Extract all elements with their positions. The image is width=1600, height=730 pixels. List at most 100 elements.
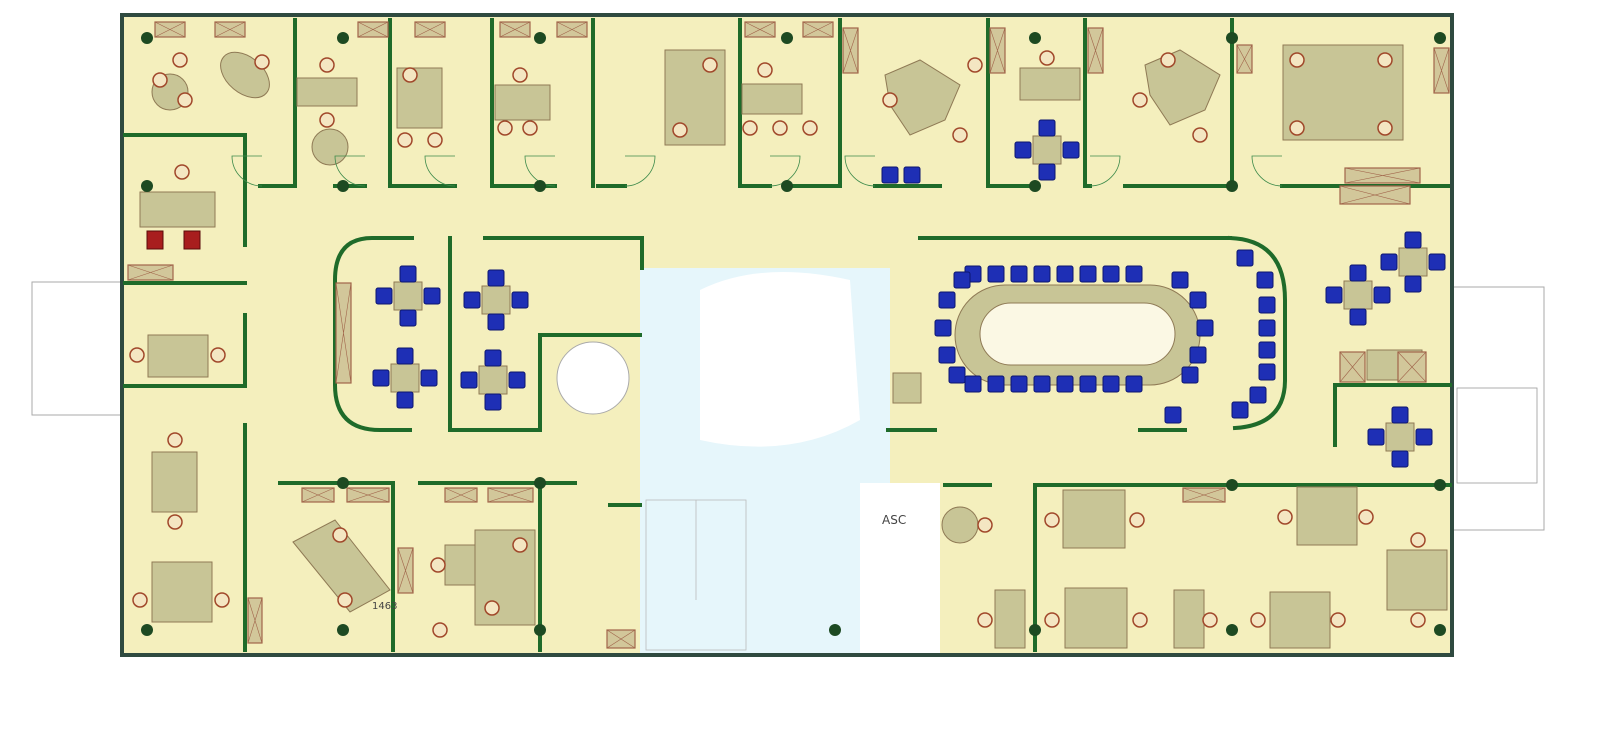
wall [333, 236, 414, 432]
cabinet-mark [487, 487, 534, 503]
chair [177, 92, 193, 108]
workstation-cluster [1144, 49, 1221, 126]
right-staircase [1456, 387, 1538, 484]
chair [977, 612, 993, 628]
blue-chair [1125, 265, 1143, 283]
door-swing [231, 155, 263, 187]
chair [1289, 120, 1305, 136]
blue-chair [1428, 253, 1446, 271]
blue-chair [511, 291, 529, 309]
chair [1132, 612, 1148, 628]
column [534, 32, 546, 44]
chair [497, 120, 513, 136]
chair [1410, 532, 1426, 548]
small-table [1032, 135, 1062, 165]
desk [494, 84, 551, 121]
blue-chair [953, 271, 971, 289]
chair [1377, 120, 1393, 136]
small-table [1343, 280, 1373, 310]
chair [1277, 509, 1293, 525]
door-swing [334, 155, 366, 187]
blue-chair [1102, 375, 1120, 393]
chair [430, 557, 446, 573]
blue-chair [948, 366, 966, 384]
desk [1173, 589, 1205, 649]
column [1434, 479, 1446, 491]
chair [1289, 52, 1305, 68]
red-chair [183, 230, 201, 250]
chair [319, 57, 335, 73]
small-table [478, 365, 508, 395]
wall [123, 133, 247, 247]
column [337, 624, 349, 636]
desk [292, 519, 391, 613]
cabinet-mark [397, 547, 414, 594]
blue-chair [1391, 406, 1409, 424]
column [829, 624, 841, 636]
chair [337, 592, 353, 608]
chair [1160, 52, 1176, 68]
blue-chair [1373, 286, 1391, 304]
column [1226, 479, 1238, 491]
chair [210, 347, 226, 363]
door-swing [524, 155, 556, 187]
chair [172, 52, 188, 68]
blue-chair [1125, 375, 1143, 393]
blue-chair [1258, 296, 1276, 314]
blue-chair [399, 265, 417, 283]
blue-chair [1056, 265, 1074, 283]
cabinet-mark [1339, 185, 1411, 205]
desk [151, 561, 213, 623]
blue-chair [964, 375, 982, 393]
chair [432, 622, 448, 638]
blue-chair [1196, 319, 1214, 337]
small-table [390, 363, 420, 393]
elevator-label: ASC [882, 513, 906, 527]
blue-chair [399, 309, 417, 327]
cabinet-mark [444, 487, 478, 503]
chair [1330, 612, 1346, 628]
desk [892, 372, 922, 404]
cabinet-mark [1344, 167, 1421, 184]
chair [977, 517, 993, 533]
chair [772, 120, 788, 136]
cabinet-mark [154, 21, 186, 38]
door-swing [1251, 155, 1283, 187]
chair [702, 57, 718, 73]
cabinet-mark [214, 21, 246, 38]
outer-wall [120, 13, 1454, 657]
chair [1044, 612, 1060, 628]
blue-chair [1258, 363, 1276, 381]
chair [427, 132, 443, 148]
cabinet-mark [1236, 44, 1253, 74]
conference-table-center [979, 302, 1176, 366]
blue-chair [1079, 265, 1097, 283]
chair [1202, 612, 1218, 628]
chair [167, 432, 183, 448]
blue-chair [1189, 346, 1207, 364]
column [534, 477, 546, 489]
column [781, 32, 793, 44]
blue-chair [487, 269, 505, 287]
column [337, 180, 349, 192]
cabinet-mark [606, 629, 636, 649]
column [1226, 32, 1238, 44]
blue-chair [460, 371, 478, 389]
chair [1410, 612, 1426, 628]
left-entrance-annex [31, 281, 125, 416]
blue-chair [938, 291, 956, 309]
chair [1192, 127, 1208, 143]
desk [1062, 489, 1126, 549]
blue-chair [1249, 386, 1267, 404]
chair [129, 347, 145, 363]
chair [757, 62, 773, 78]
column [337, 477, 349, 489]
blue-chair [1236, 249, 1254, 267]
blue-chair [1325, 286, 1343, 304]
cabinet-mark [1339, 351, 1366, 383]
chair [1250, 612, 1266, 628]
round-table [941, 506, 979, 544]
chair [522, 120, 538, 136]
cabinet-mark [1397, 351, 1427, 383]
